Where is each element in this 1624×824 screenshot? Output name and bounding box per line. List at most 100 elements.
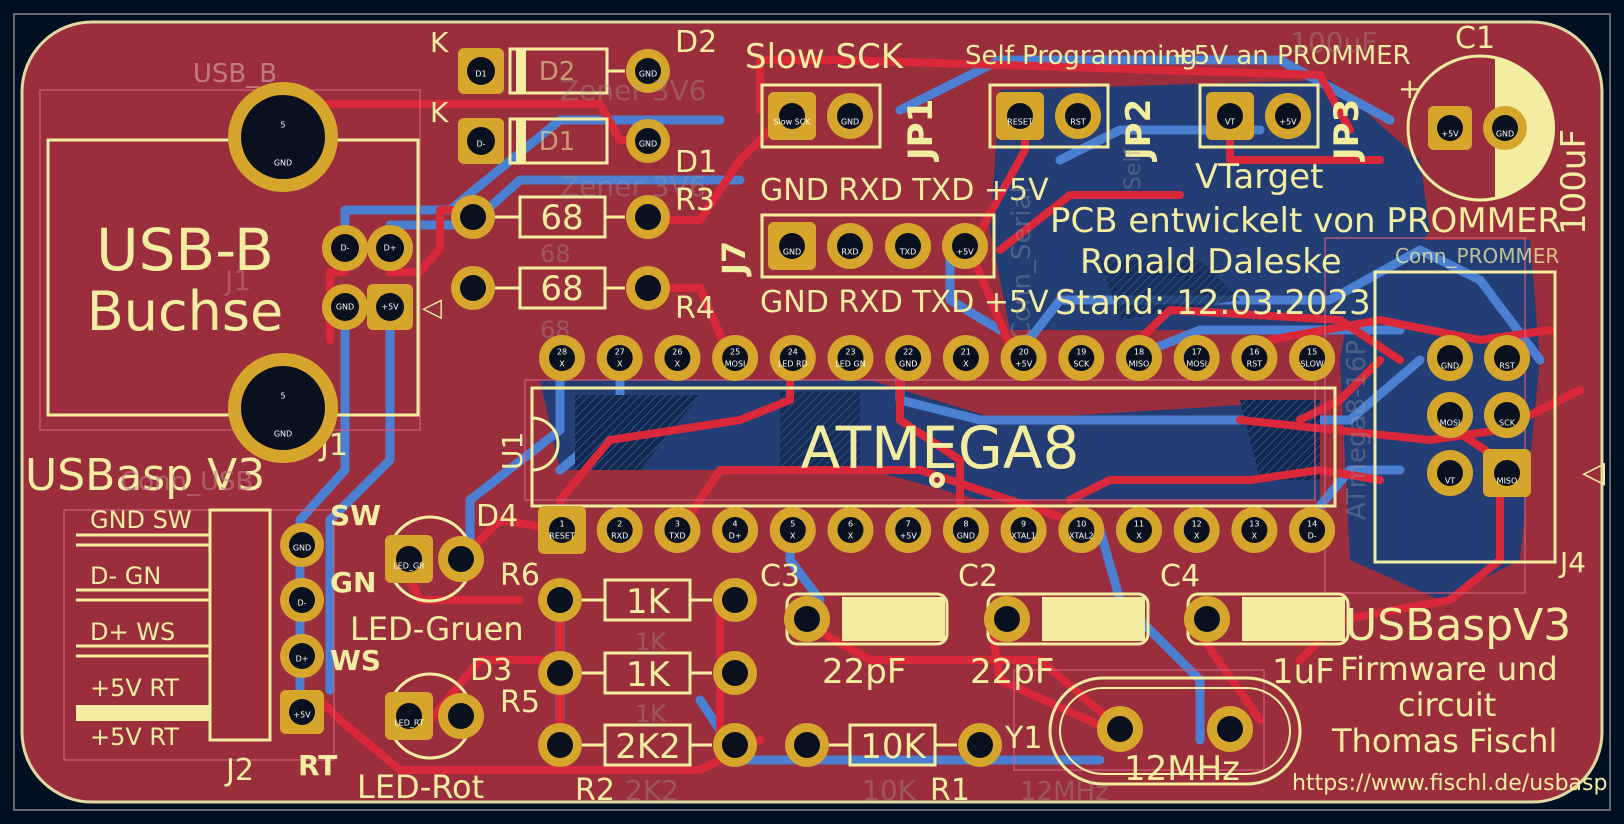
r4-ref: R4 <box>675 291 715 326</box>
usb-mount-hole-bottom: 5 GND <box>228 353 338 463</box>
u1-pin-12: 12X <box>1173 507 1220 553</box>
svg-text:8: 8 <box>963 520 968 529</box>
svg-text:5: 5 <box>280 392 285 401</box>
svg-text:26: 26 <box>672 348 682 357</box>
capacitor-c4: C4 1uF <box>1160 559 1350 692</box>
svg-text:X: X <box>1136 532 1142 541</box>
svg-text:GND: GND <box>639 140 657 149</box>
svg-text:16: 16 <box>1249 348 1259 357</box>
svg-text:68: 68 <box>540 269 583 309</box>
jp3-ref: JP3 <box>1327 99 1367 162</box>
svg-text:68: 68 <box>540 240 571 268</box>
c3-ref: C3 <box>760 559 800 594</box>
y1-value: 12MHz <box>1124 749 1240 789</box>
svg-text:7: 7 <box>906 520 911 529</box>
conn-prommer-fab: Conn_PROMMER <box>1395 244 1559 268</box>
svg-text:10K: 10K <box>862 774 917 807</box>
svg-text:17: 17 <box>1192 348 1202 357</box>
svg-text:10: 10 <box>1076 520 1086 529</box>
svg-text:X: X <box>675 360 681 369</box>
j2-connector: GND SW D- GN D+ WS +5V RT +5V RT GND D- … <box>76 499 381 788</box>
svg-text:SCK: SCK <box>1499 419 1516 428</box>
svg-text:LED GN: LED GN <box>835 360 865 369</box>
svg-text:12: 12 <box>1192 520 1202 529</box>
u1-pin-27: 27X <box>596 335 643 381</box>
svg-text:VT: VT <box>1445 477 1455 486</box>
board-edge <box>13 13 1611 811</box>
svg-text:GND: GND <box>639 70 657 79</box>
svg-text:MISO: MISO <box>1129 360 1150 369</box>
svg-text:GND: GND <box>274 430 292 439</box>
usb-b-fab-name: USB_B <box>193 59 277 89</box>
svg-text:LED_GR: LED_GR <box>393 562 425 571</box>
diode-d2: D1 GND D2 D2 K <box>430 25 717 95</box>
svg-text:27: 27 <box>615 348 625 357</box>
fw-url: https://www.fischl.de/usbasp <box>1292 771 1607 796</box>
fab-outlines <box>39 89 1526 771</box>
resistor-r3: 68 R3 <box>451 183 715 239</box>
c4-ref: C4 <box>1160 559 1200 594</box>
svg-text:X: X <box>1194 532 1200 541</box>
diode-d1: D- GND D1 D1 K Zener 3V6 Zener 3V6 <box>430 74 717 203</box>
svg-text:D+: D+ <box>296 655 309 664</box>
svg-text:23: 23 <box>845 348 855 357</box>
d4-ref: D4 <box>476 499 518 534</box>
svg-text:MOSI: MOSI <box>1440 419 1461 428</box>
svg-text:18: 18 <box>1134 348 1144 357</box>
j1-fab-ref: J1 <box>223 264 251 297</box>
resistor-r6: 1K R6 <box>500 558 757 622</box>
svg-text:6: 6 <box>848 520 853 529</box>
usb-b-subtitle: Buchse <box>87 280 284 343</box>
jumper-jp2: Self Programming RESET RST JP2 Self <box>965 41 1197 190</box>
svg-text:1K: 1K <box>626 655 672 695</box>
svg-text:RST: RST <box>1499 362 1515 371</box>
svg-text:GND: GND <box>1496 130 1514 139</box>
svg-text:GND: GND <box>957 532 975 541</box>
j2-row-1: GND SW <box>90 506 192 534</box>
svg-text:1: 1 <box>559 520 564 529</box>
svg-text:2: 2 <box>617 520 622 529</box>
svg-text:GND: GND <box>336 303 354 312</box>
svg-text:5: 5 <box>790 520 795 529</box>
svg-text:MISO: MISO <box>1497 477 1518 486</box>
d2-k: K <box>430 26 449 59</box>
j2-row-3: D+ WS <box>90 618 175 646</box>
svg-text:19: 19 <box>1076 348 1086 357</box>
svg-text:XTAL2: XTAL2 <box>1069 532 1094 541</box>
j4-pin1-marker: ◁ <box>1582 455 1605 490</box>
usb-pin1-marker: ◁ <box>422 293 442 323</box>
capacitor-c3: C3 22pF <box>760 559 949 692</box>
fw-line2: circuit <box>1398 686 1496 724</box>
gn-label: GN <box>330 566 376 599</box>
svg-text:4: 4 <box>733 520 738 529</box>
svg-text:10K: 10K <box>860 727 927 767</box>
svg-text:Self: Self <box>1121 147 1146 190</box>
svg-text:2K2: 2K2 <box>615 727 681 767</box>
svg-text:GND: GND <box>899 360 917 369</box>
svg-text:1K: 1K <box>635 628 667 656</box>
svg-text:RXD: RXD <box>841 248 858 257</box>
u1-pin-4: 4D+ <box>712 507 759 553</box>
u1-pin-20: 20+5V <box>1000 335 1047 381</box>
svg-text:X: X <box>1252 532 1258 541</box>
svg-text:12MHz: 12MHz <box>1020 777 1109 807</box>
svg-text:RXD: RXD <box>611 532 628 541</box>
svg-text:GND: GND <box>274 159 292 168</box>
y1-ref: Y1 <box>1004 721 1042 756</box>
svg-text:D+: D+ <box>729 532 742 541</box>
svg-text:3: 3 <box>675 520 680 529</box>
svg-text:XTAL1: XTAL1 <box>1011 532 1036 541</box>
svg-text:11: 11 <box>1134 520 1144 529</box>
svg-text:21: 21 <box>961 348 971 357</box>
u1-pin-13: 13X <box>1231 507 1278 553</box>
svg-text:15: 15 <box>1307 348 1317 357</box>
u1-pin-7: 7+5V <box>885 507 932 553</box>
